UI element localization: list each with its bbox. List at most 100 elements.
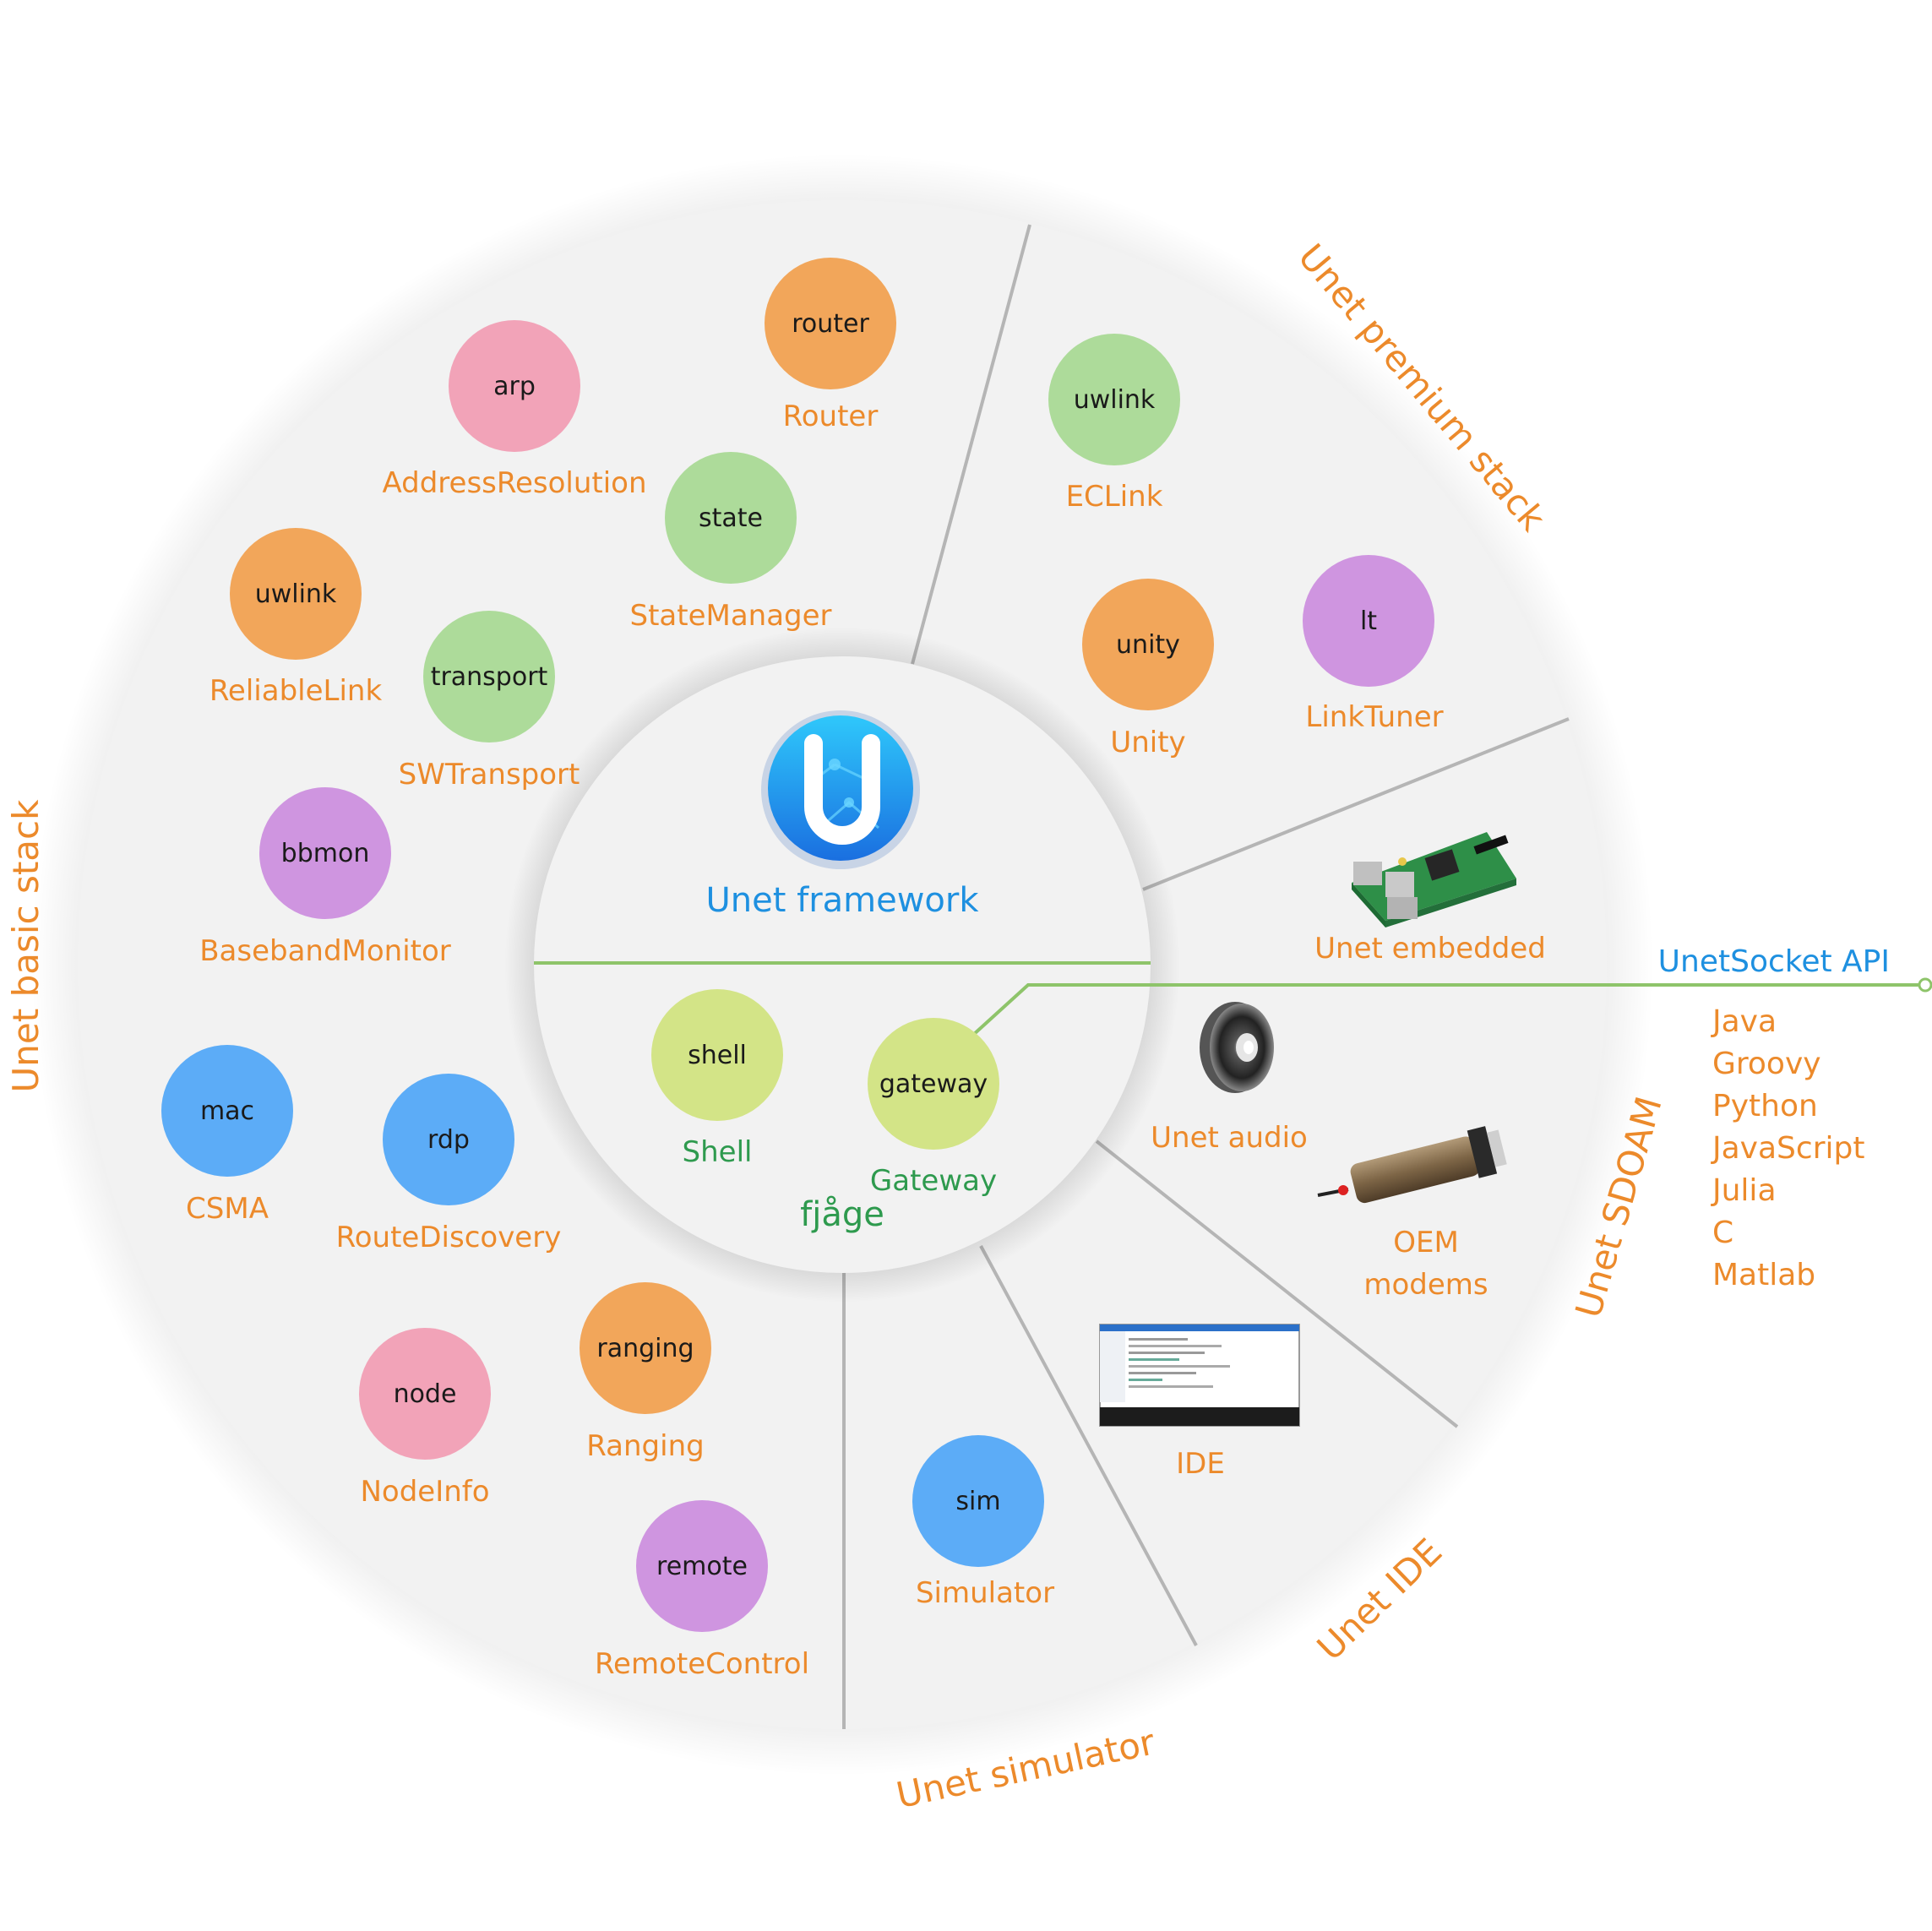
agent-circle[interactable] <box>665 452 797 584</box>
agent-name: transport <box>431 662 548 692</box>
agent-name: remote <box>656 1552 748 1581</box>
agent-arp[interactable]: arp AddressResolution <box>382 320 647 500</box>
ide-label: IDE <box>1176 1447 1225 1481</box>
agent-circle[interactable] <box>359 1328 491 1460</box>
service-name: Unity <box>1110 726 1185 759</box>
divider-premium-embedded <box>1142 717 1570 891</box>
service-name: Ranging <box>586 1429 704 1463</box>
agent-name: rdp <box>427 1125 470 1155</box>
api-language: Groovy <box>1712 1047 1821 1081</box>
service-name: Simulator <box>916 1576 1054 1610</box>
agent-unity[interactable]: unity Unity <box>1082 579 1214 759</box>
logo-u-glyph <box>804 734 880 845</box>
agent-circle[interactable] <box>636 1500 768 1632</box>
service-name: Shell <box>683 1135 753 1169</box>
agent-state[interactable]: state StateManager <box>629 452 832 633</box>
agent-name: arp <box>493 372 536 401</box>
agent-circle[interactable] <box>1048 334 1180 465</box>
service-name: BasebandMonitor <box>199 934 451 968</box>
agent-circle[interactable] <box>230 528 362 660</box>
agent-name: state <box>699 503 763 533</box>
agent-name: unity <box>1116 630 1180 660</box>
api-title: UnetSocket API <box>1658 944 1890 979</box>
agent-circle[interactable] <box>765 258 896 389</box>
agent-circle[interactable] <box>580 1282 711 1414</box>
agent-circle[interactable] <box>423 611 555 742</box>
divider-ide-simulator <box>979 1245 1198 1646</box>
speaker-icon <box>1200 1002 1274 1093</box>
unetsocket-api-line <box>971 983 1926 1037</box>
agent-node[interactable]: node NodeInfo <box>359 1328 491 1509</box>
service-name: RemoteControl <box>595 1647 809 1681</box>
agent-circle[interactable] <box>1082 579 1214 710</box>
agent-name: ranging <box>596 1334 694 1363</box>
agent-circle[interactable] <box>651 989 783 1121</box>
section-dividers <box>842 224 1570 1729</box>
service-name: SWTransport <box>399 758 580 791</box>
agent-circle[interactable] <box>1303 555 1434 687</box>
agent-mac[interactable]: mac CSMA <box>161 1045 293 1226</box>
service-name: Router <box>783 400 879 433</box>
agent-name: shell <box>688 1041 747 1070</box>
agent-shell[interactable]: shell Shell <box>651 989 783 1169</box>
api-language: Matlab <box>1712 1258 1815 1292</box>
agent-circle[interactable] <box>449 320 580 452</box>
agent-name: lt <box>1360 606 1377 636</box>
agent-circle[interactable] <box>868 1018 999 1150</box>
oem-label-line2: modems <box>1363 1268 1488 1302</box>
api-language: Julia <box>1711 1173 1777 1208</box>
agent-name: node <box>394 1379 457 1409</box>
service-name: RouteDiscovery <box>336 1221 562 1254</box>
api-language-list: Java Groovy Python JavaScript Julia C Ma… <box>1711 1004 1864 1292</box>
agent-rdp[interactable]: rdp RouteDiscovery <box>336 1074 562 1254</box>
service-name: Gateway <box>870 1164 997 1198</box>
fjage-label: fjåge <box>800 1195 884 1234</box>
agent-name: router <box>792 309 869 339</box>
service-name: ECLink <box>1066 480 1163 514</box>
agent-name: gateway <box>879 1069 988 1099</box>
modem-icon <box>1317 1126 1507 1204</box>
agent-gateway[interactable]: gateway Gateway <box>868 1018 999 1198</box>
api-language: C <box>1712 1216 1733 1250</box>
api-language: Python <box>1712 1089 1818 1123</box>
api-language: JavaScript <box>1711 1131 1864 1166</box>
section-label-basic: Unet basic stack <box>5 799 46 1093</box>
ide-screenshot-icon <box>1099 1324 1300 1427</box>
agent-uwlink-basic[interactable]: uwlink ReliableLink <box>210 528 383 708</box>
service-name: NodeInfo <box>360 1475 489 1509</box>
oem-label-line1: OEM <box>1393 1226 1459 1259</box>
agent-bbmon[interactable]: bbmon BasebandMonitor <box>199 787 451 968</box>
raspberry-pi-board-icon <box>1352 832 1516 927</box>
agent-uwlink-premium[interactable]: uwlink ECLink <box>1048 334 1180 514</box>
agent-circle[interactable] <box>259 787 391 919</box>
agent-name: uwlink <box>255 579 337 609</box>
agent-lt[interactable]: lt LinkTuner <box>1303 555 1444 734</box>
service-name: AddressResolution <box>382 466 646 500</box>
agent-circle[interactable] <box>912 1435 1044 1567</box>
divider-basic-premium <box>911 224 1031 665</box>
agent-transport[interactable]: transport SWTransport <box>399 611 580 791</box>
audio-label: Unet audio <box>1151 1121 1308 1155</box>
agent-name: uwlink <box>1074 385 1156 415</box>
agent-circle[interactable] <box>161 1045 293 1177</box>
api-language: Java <box>1711 1004 1777 1039</box>
agent-remote[interactable]: remote RemoteControl <box>595 1500 809 1681</box>
unetsocket-api-endpoint[interactable] <box>1918 977 1932 993</box>
agent-router[interactable]: router Router <box>765 258 896 433</box>
embedded-label: Unet embedded <box>1314 932 1546 966</box>
agent-sim[interactable]: sim Simulator <box>912 1435 1054 1610</box>
framework-title: Unet framework <box>705 881 979 920</box>
agent-name: sim <box>955 1487 1000 1516</box>
divider-sdoam-ide <box>1095 1140 1459 1428</box>
agent-name: bbmon <box>281 839 370 868</box>
agent-circle[interactable] <box>383 1074 514 1205</box>
service-name: ReliableLink <box>210 674 383 708</box>
unet-logo-icon <box>761 710 920 869</box>
agent-ranging[interactable]: ranging Ranging <box>580 1282 711 1463</box>
service-name: StateManager <box>629 599 831 633</box>
service-name: CSMA <box>186 1192 269 1226</box>
agent-name: mac <box>200 1096 254 1126</box>
service-name: LinkTuner <box>1305 700 1443 734</box>
